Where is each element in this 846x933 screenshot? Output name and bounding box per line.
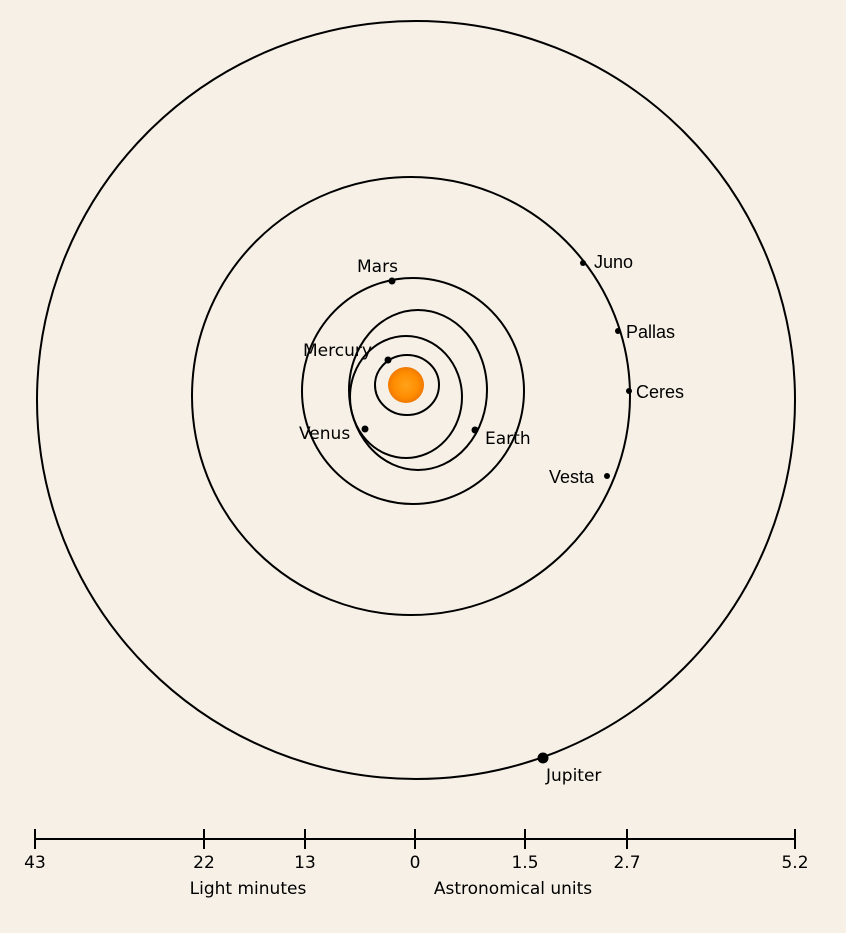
venus-dot xyxy=(361,425,369,433)
label-mercury: Mercury xyxy=(303,341,372,361)
scale-tick-label: 1.5 xyxy=(511,853,538,873)
mars-orbit xyxy=(301,277,525,505)
mars-dot xyxy=(388,277,396,285)
earth-dot xyxy=(471,426,479,434)
ceres-dot xyxy=(626,388,632,394)
label-earth: Earth xyxy=(485,429,531,449)
jupiter-orbit xyxy=(36,20,796,780)
sun-icon xyxy=(388,367,424,403)
juno-dot xyxy=(580,260,586,266)
scale-tick-label: 0 xyxy=(410,853,421,873)
label-venus: Venus xyxy=(299,424,350,444)
label-vesta: Vesta xyxy=(549,467,595,487)
scale-tick-label: 13 xyxy=(294,853,316,873)
scale-tick-label: 43 xyxy=(24,853,46,873)
jupiter-dot xyxy=(537,752,549,764)
pallas-dot xyxy=(615,328,621,334)
label-ceres: Ceres xyxy=(636,382,684,402)
asteroid-orbit xyxy=(191,176,631,616)
scale-tick-label: 22 xyxy=(193,853,215,873)
venus-orbit xyxy=(349,335,463,459)
scale-title-light-minutes: Light minutes xyxy=(190,879,307,899)
mercury-dot xyxy=(384,356,392,364)
mercury-orbit xyxy=(374,354,440,416)
vesta-dot xyxy=(604,473,610,479)
label-jupiter: Jupiter xyxy=(545,766,601,786)
scale-tick-label: 2.7 xyxy=(613,853,640,873)
earth-orbit xyxy=(348,309,488,471)
scale-tick-label: 5.2 xyxy=(781,853,808,873)
label-pallas: Pallas xyxy=(626,322,675,342)
distance-scale xyxy=(34,829,796,849)
scale-title-astronomical-units: Astronomical units xyxy=(434,879,592,899)
label-juno: Juno xyxy=(594,252,633,272)
label-mars: Mars xyxy=(357,257,398,277)
